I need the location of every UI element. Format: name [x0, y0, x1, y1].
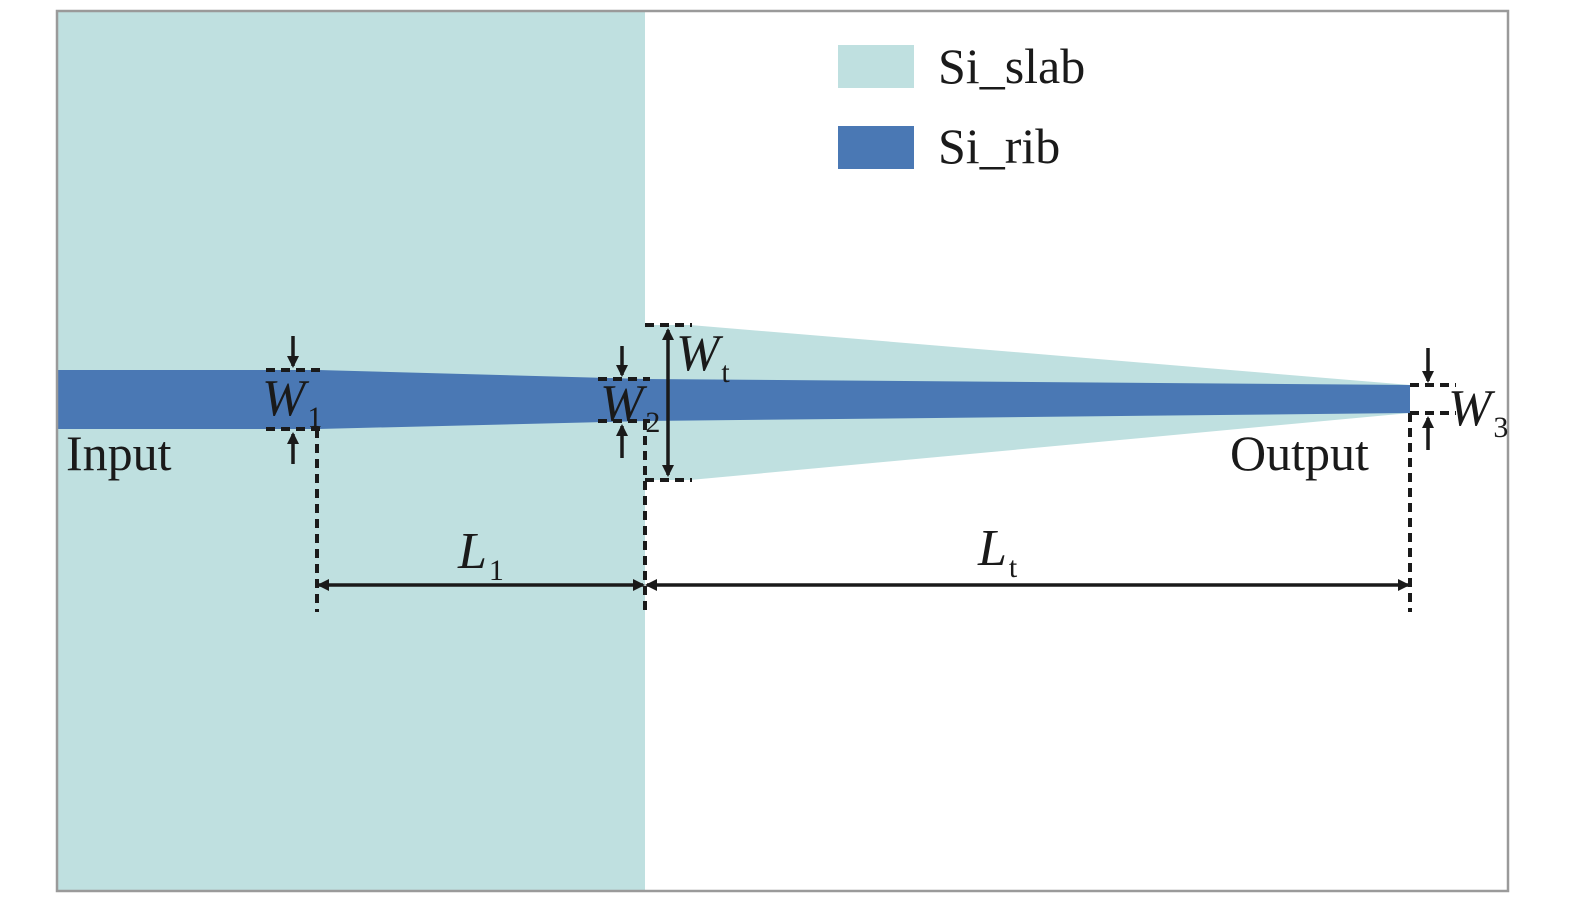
legend-label-rib: Si_rib: [938, 118, 1060, 174]
slab-region: [57, 11, 645, 891]
input-label: Input: [66, 425, 172, 481]
w2-label: W2: [600, 375, 660, 439]
w2-marker: W2: [598, 346, 660, 458]
w1-marker: W1: [262, 336, 322, 464]
w3-label: W3: [1448, 380, 1508, 444]
lt-label: Lt: [977, 520, 1018, 584]
legend-swatch-rib: [838, 126, 914, 169]
wt-marker: Wt: [645, 323, 730, 482]
wt-label: Wt: [676, 325, 730, 389]
legend-label-slab: Si_slab: [938, 38, 1085, 94]
w1-label: W1: [262, 370, 322, 434]
legend: Si_slab Si_rib: [838, 38, 1085, 174]
lt-marker: Lt: [645, 520, 1410, 591]
w3-marker: W3: [1410, 348, 1508, 450]
output-label: Output: [1230, 425, 1369, 481]
legend-swatch-slab: [838, 45, 914, 88]
diagram-frame: [55, 9, 1510, 893]
l1-label: L1: [457, 523, 504, 587]
l1-marker: L1: [317, 523, 645, 591]
rib-waveguide: [57, 370, 1410, 429]
